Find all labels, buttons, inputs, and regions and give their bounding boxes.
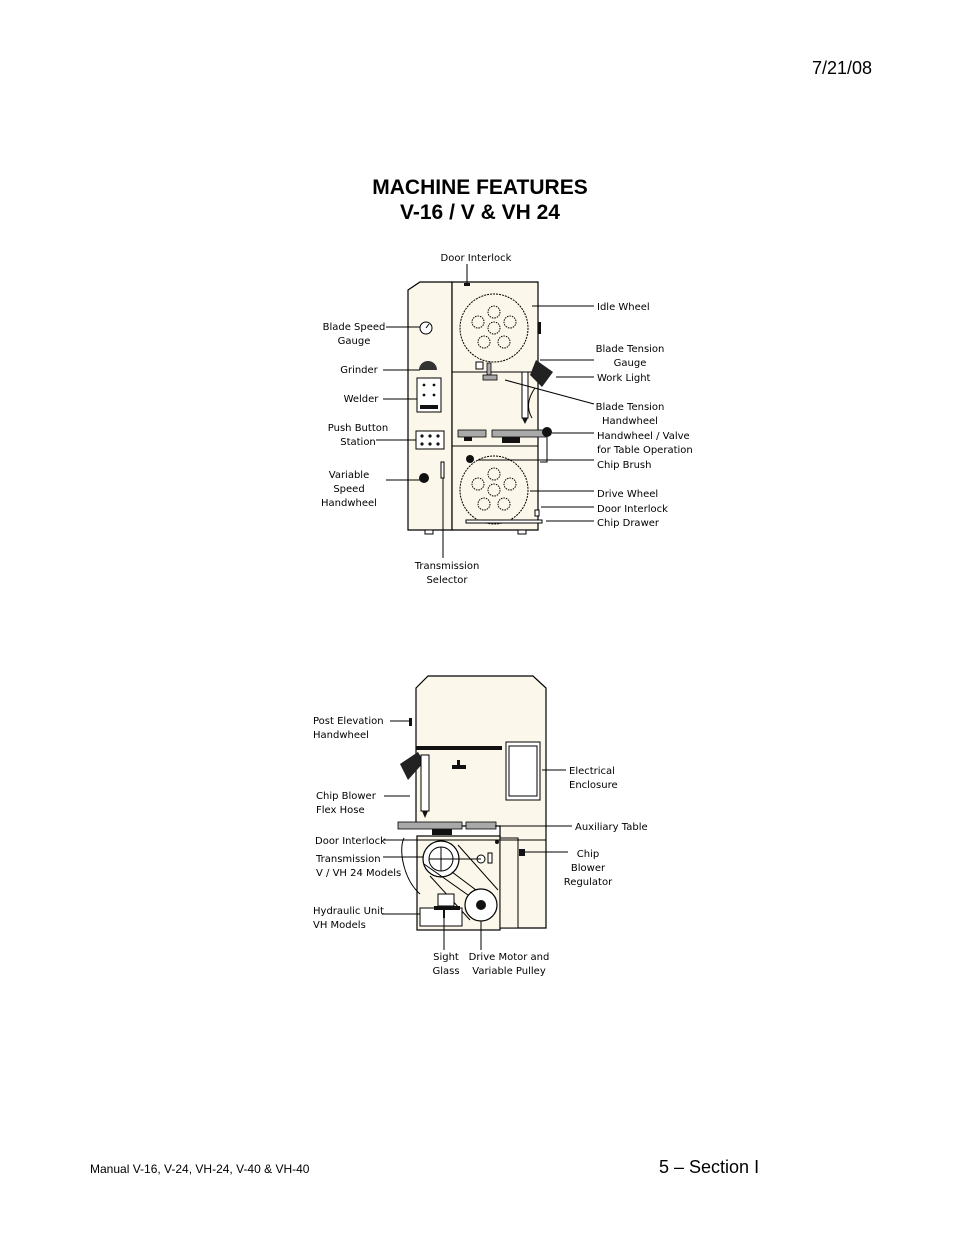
- label-line: Hydraulic Unit: [313, 906, 384, 917]
- speed-handwheel-graphic: [419, 473, 429, 483]
- label-line: Transmission: [315, 854, 381, 865]
- label-line: Blade Speed: [323, 322, 386, 333]
- label-line: Idle Wheel: [597, 302, 650, 313]
- label-line: Auxiliary Table: [575, 822, 648, 833]
- label-line: Welder: [344, 394, 380, 405]
- label-line: Door Interlock: [315, 836, 386, 847]
- label-grinder: Grinder: [340, 365, 378, 376]
- label-line: Chip Blower: [316, 791, 377, 802]
- label-line: Gauge: [338, 336, 371, 347]
- front-leader-lines: [376, 264, 595, 558]
- label-line: Push Button: [328, 423, 388, 434]
- label-line: Post Elevation: [313, 716, 384, 727]
- label-drive-wheel: Drive Wheel: [597, 489, 658, 500]
- label-handwheel-valve: Handwheel / Valve for Table Operation: [597, 431, 693, 456]
- label-line: Regulator: [564, 877, 613, 888]
- label-door-interlock: Door Interlock: [315, 836, 386, 847]
- idle-wheel-graphic: [459, 293, 529, 363]
- label-line: V / VH 24 Models: [316, 868, 401, 879]
- front-view-diagram: [376, 264, 595, 558]
- label-line: Sight: [433, 952, 459, 963]
- label-work-light: Work Light: [597, 373, 651, 384]
- side-leader-lines: [382, 720, 572, 950]
- grinder-graphic: [419, 361, 437, 370]
- label-line: Station: [340, 437, 376, 448]
- label-line: Drive Motor and: [469, 952, 550, 963]
- label-line: Chip: [577, 849, 599, 860]
- hydraulic-unit-graphic: [419, 907, 463, 927]
- label-line: Electrical: [569, 766, 615, 777]
- table-right-graphic: [491, 429, 547, 438]
- document-date: 7/21/08: [812, 58, 873, 78]
- machine-column-front: [451, 281, 539, 531]
- label-line: Speed: [333, 484, 364, 495]
- label-welder: Welder: [344, 394, 380, 405]
- footer-manual-title: Manual V-16, V-24, VH-24, V-40 & VH-40: [90, 1162, 310, 1176]
- label-line: Handwheel / Valve: [597, 431, 690, 442]
- label-line: Variable: [329, 470, 370, 481]
- label-line: Blade Tension: [596, 402, 665, 413]
- label-line: Work Light: [597, 373, 651, 384]
- enclosure-graphic: [505, 741, 541, 801]
- label-line: VH Models: [313, 920, 366, 931]
- label-line: Chip Drawer: [597, 518, 660, 529]
- label-line: Blade Tension: [596, 344, 665, 355]
- title-line-1: MACHINE FEATURES: [372, 176, 588, 199]
- title-line-2: V-16 / V & VH 24: [400, 201, 560, 224]
- label-line: Selector: [426, 575, 468, 586]
- label-line: Handwheel: [321, 498, 377, 509]
- label-door-interlock-bottom: Door Interlock: [597, 504, 668, 515]
- label-line: Glass: [432, 966, 459, 977]
- label-line: Drive Wheel: [597, 489, 658, 500]
- label-chip-brush: Chip Brush: [597, 460, 651, 471]
- label-auxiliary-table: Auxiliary Table: [575, 822, 648, 833]
- label-line: Blower: [571, 863, 606, 874]
- side-view-diagram: [382, 675, 572, 950]
- label-idle-wheel: Idle Wheel: [597, 302, 650, 313]
- label-line: Handwheel: [313, 730, 369, 741]
- label-line: Handwheel: [602, 416, 658, 427]
- label-chip-drawer: Chip Drawer: [597, 518, 660, 529]
- label-line: Grinder: [340, 365, 378, 376]
- label-door-interlock-top: Door Interlock: [441, 253, 512, 264]
- side-table-graphic: [397, 821, 463, 830]
- footer-page-number: 5 – Section I: [659, 1157, 760, 1177]
- page-title: MACHINE FEATURES V-16 / V & VH 24: [300, 175, 660, 225]
- label-transmission-models: Transmission V / VH 24 Models: [315, 854, 401, 879]
- label-line: Door Interlock: [597, 504, 668, 515]
- label-hydraulic-unit: Hydraulic Unit VH Models: [313, 906, 384, 931]
- label-line: Enclosure: [569, 780, 618, 791]
- push-button-graphic: [415, 430, 445, 450]
- label-line: Chip Brush: [597, 460, 651, 471]
- label-line: for Table Operation: [597, 445, 693, 456]
- label-line: Door Interlock: [441, 253, 512, 264]
- label-line: Flex Hose: [316, 805, 365, 816]
- label-line: Transmission: [414, 561, 480, 572]
- drive-wheel-graphic: [459, 455, 529, 525]
- table-left-graphic: [457, 429, 487, 438]
- label-line: Gauge: [614, 358, 647, 369]
- work-light-graphic: [530, 360, 553, 387]
- label-line: Variable Pulley: [472, 966, 546, 977]
